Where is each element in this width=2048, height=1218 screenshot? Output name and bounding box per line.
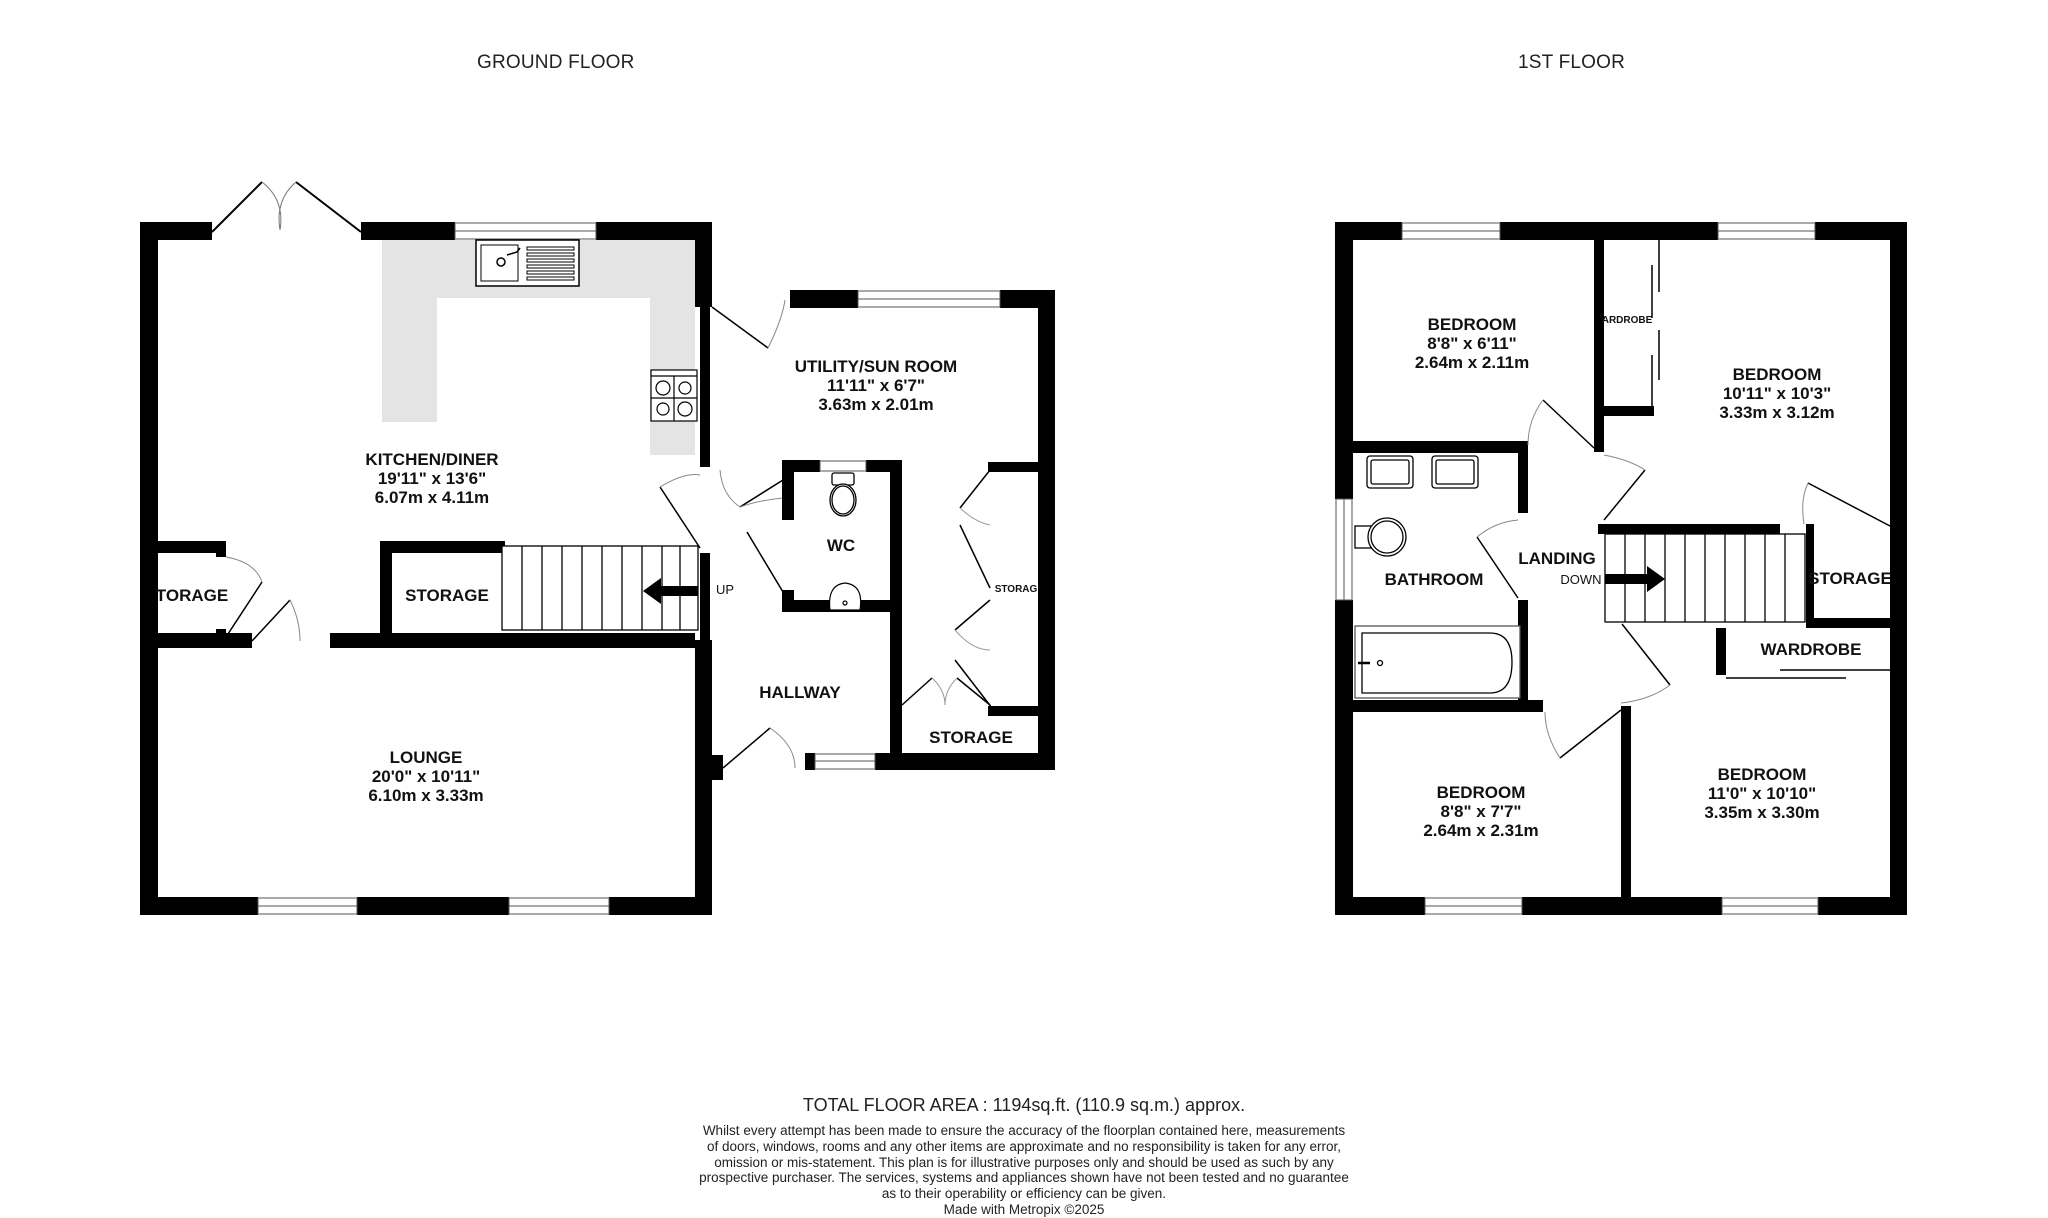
first-floor-walls [1335,222,1907,915]
stairs-arrow-icon [1605,566,1665,592]
toilet-icon [1354,517,1407,557]
room-imperial: 8'8" x 6'11" [1427,334,1517,353]
storage-utility-side-label: STORAG [994,584,1038,595]
hallway-label: HALLWAY [759,683,841,702]
kitchen-diner-label: KITCHEN/DINER 19'11" x 13'6" 6.07m x 4.1… [365,450,498,507]
door-swing-icon [225,306,784,769]
room-name: BEDROOM [1436,783,1526,802]
ground-floor-title: GROUND FLOOR [477,52,635,73]
storage-under-stairs-label: STORAGE [405,586,489,605]
bath-icon [1354,625,1521,699]
storage-utility-bottom-label: STORAGE [929,728,1013,747]
sink-icon [475,239,580,287]
bedroom-bottom-left-label: BEDROOM 8'8" x 7'7" 2.64m x 2.31m [1423,783,1538,840]
room-name: KITCHEN/DINER [365,450,499,469]
bathroom-label: BATHROOM [1384,570,1484,589]
door-swing-icon [211,181,362,233]
landing-label: LANDING [1518,549,1596,568]
wardrobe-sliding-doors [1651,240,1660,408]
lounge-label: LOUNGE 20'0" x 10'11" 6.10m x 3.33m [368,748,483,805]
room-imperial: 11'11" x 6'7" [827,376,925,395]
room-metric: 6.07m x 4.11m [374,488,490,507]
bedroom-top-right-label: BEDROOM 10'11" x 10'3" 3.33m x 3.12m [1719,365,1834,422]
room-imperial: 20'0" x 10'11" [371,767,481,786]
storage-first-label: STORAGE [1808,569,1892,588]
stairs-down-label: DOWN [1560,572,1602,587]
disclaimer-line: of doors, windows, rooms and any other i… [706,1138,1342,1154]
window-icon [1335,222,1819,915]
utility-label: UTILITY/SUN ROOM 11'11" x 6'7" 3.63m x 2… [795,357,957,414]
room-metric: 6.10m x 3.33m [368,786,484,805]
room-name: LOUNGE [389,748,463,767]
room-metric: 2.64m x 2.11m [1414,353,1530,372]
ground-walls [140,222,723,915]
room-name: BEDROOM [1732,365,1822,384]
room-name: UTILITY/SUN ROOM [794,357,958,376]
hob-icon [650,369,698,422]
room-metric: 3.35m x 3.30m [1704,803,1820,822]
total-floor-area: TOTAL FLOOR AREA : 1194sq.ft. (110.9 sq.… [802,1095,1246,1115]
basin-icon [828,582,862,611]
credit: Made with Metropix ©2025 [943,1201,1105,1217]
disclaimer-line: prospective purchaser. The services, sys… [699,1170,1349,1186]
door-swing-icon [1476,399,1891,759]
utility-walls [782,290,1055,770]
room-metric: 3.33m x 3.12m [1719,403,1835,422]
room-imperial: 11'0" x 10'10" [1707,784,1817,803]
disclaimer-line: Whilst every attempt has been made to en… [702,1123,1346,1138]
toilet-icon [829,472,857,517]
first-floor-title: 1ST FLOOR [1518,52,1626,73]
disclaimer-line: omission or mis-statement. This plan is … [714,1154,1334,1170]
bedroom-bottom-right-label: BEDROOM 11'0" x 10'10" 3.35m x 3.30m [1704,765,1819,822]
stairs-arrow-icon [643,578,698,604]
window-icon [257,222,610,915]
room-name: BEDROOM [1717,765,1807,784]
room-metric: 2.64m x 2.31m [1423,821,1539,840]
basin-icon [1366,455,1479,489]
first-floor-plan [1335,222,1907,915]
wardrobe-bottom-label: WARDROBE [1760,640,1862,659]
room-name: BEDROOM [1427,315,1517,334]
wardrobe-top-label: ARDROBE [1601,315,1653,326]
door-swing-icon [901,469,993,709]
window-icon [814,290,1001,770]
disclaimer-line: as to their operability or efficiency ca… [881,1186,1167,1202]
room-imperial: 10'11" x 10'3" [1722,384,1832,403]
stairs-up-label: UP [715,582,735,597]
ground-floor-plan [140,181,1055,915]
room-imperial: 8'8" x 7'7" [1440,802,1522,821]
storage-left-label: TORAGE [155,586,229,605]
bedroom-small-top-label: BEDROOM 8'8" x 6'11" 2.64m x 2.11m [1415,315,1529,372]
room-imperial: 19'11" x 13'6" [377,469,487,488]
wardrobe-sliding-doors [1726,669,1890,679]
room-metric: 3.63m x 2.01m [818,395,934,414]
wc-label: WC [826,536,856,555]
disclaimer: Whilst every attempt has been made to en… [0,1123,2048,1218]
